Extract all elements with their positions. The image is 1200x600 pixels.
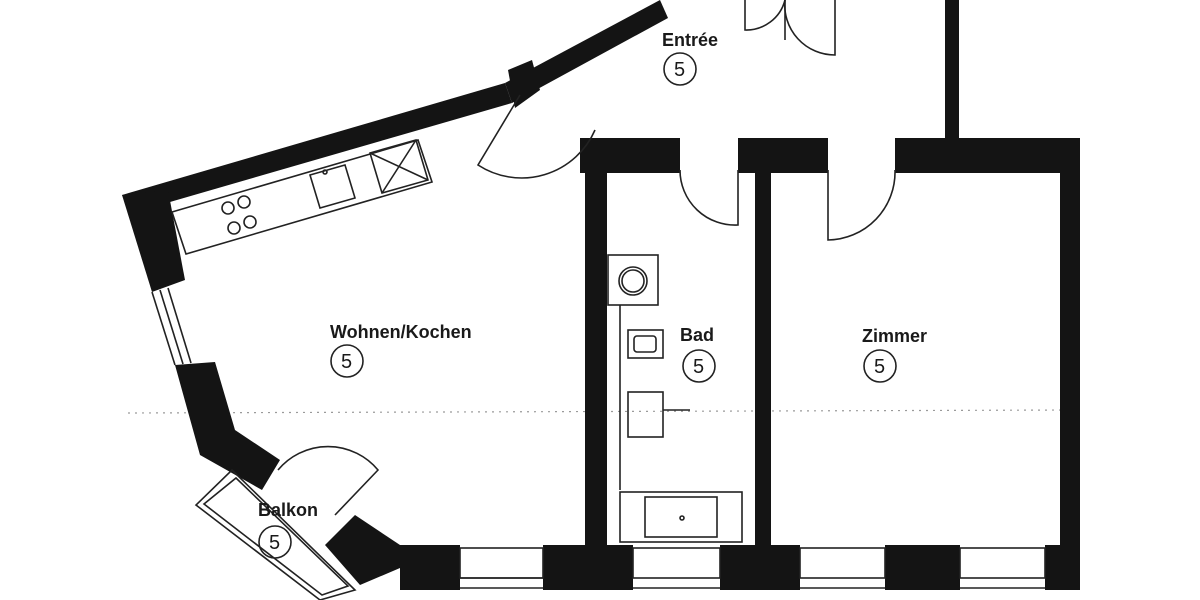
window-west: [151, 287, 192, 366]
wall-south-3: [720, 545, 800, 590]
wall-south-1: [400, 545, 460, 590]
wash-basin: [627, 329, 664, 359]
kitchen-sink: [308, 164, 357, 209]
wall-south-west: [325, 515, 400, 585]
toilet: [627, 391, 664, 438]
room-wohnen: Wohnen/Kochen 5: [330, 322, 472, 378]
door-bad: [679, 169, 739, 226]
windows-south: [459, 547, 1046, 589]
room-label: Entrée: [662, 30, 718, 50]
door-zimmer: [827, 169, 896, 241]
wall-bad-west: [585, 160, 607, 548]
door-balkon: [277, 445, 380, 516]
wall-north-entree: [505, 0, 668, 103]
room-zimmer: Zimmer 5: [862, 326, 927, 383]
stove-burner: [227, 221, 241, 235]
balcony: [194, 445, 380, 600]
room-label: Zimmer: [862, 326, 927, 346]
stove-burner: [237, 195, 251, 209]
room-label: Balkon: [258, 500, 318, 520]
wall-north-west: [122, 83, 512, 213]
wall-north-bad-right: [738, 138, 828, 173]
wall-bad-east: [755, 160, 771, 548]
wall-entree-east: [945, 0, 959, 140]
bathtub: [619, 491, 743, 543]
room-entree: Entrée 5: [662, 30, 718, 86]
wall-south-4: [885, 545, 960, 590]
wall-west-upper: [122, 190, 185, 292]
wall-corner-block: [508, 60, 540, 108]
wall-east: [1060, 140, 1080, 590]
door-wohnen: [476, 94, 596, 179]
room-label: Bad: [680, 325, 714, 345]
bathroom-fixtures: [607, 254, 743, 543]
stove-burner: [243, 215, 257, 229]
wall-south-2: [543, 545, 633, 590]
room-number: 5: [674, 59, 685, 81]
wall-west-lower: [175, 362, 280, 490]
room-number: 5: [341, 351, 352, 373]
washing-machine: [607, 254, 659, 306]
room-bad: Bad 5: [680, 325, 716, 383]
room-number: 5: [693, 356, 704, 378]
wall-north-zimmer: [895, 138, 1080, 173]
stove-burner: [221, 201, 235, 215]
door-entree-front: [744, 0, 836, 56]
walls: [122, 0, 1080, 590]
room-label: Wohnen/Kochen: [330, 322, 472, 342]
room-number: 5: [269, 532, 280, 554]
kitchen-counter: [170, 139, 434, 255]
room-balkon: Balkon 5: [258, 500, 318, 559]
room-number: 5: [874, 356, 885, 378]
